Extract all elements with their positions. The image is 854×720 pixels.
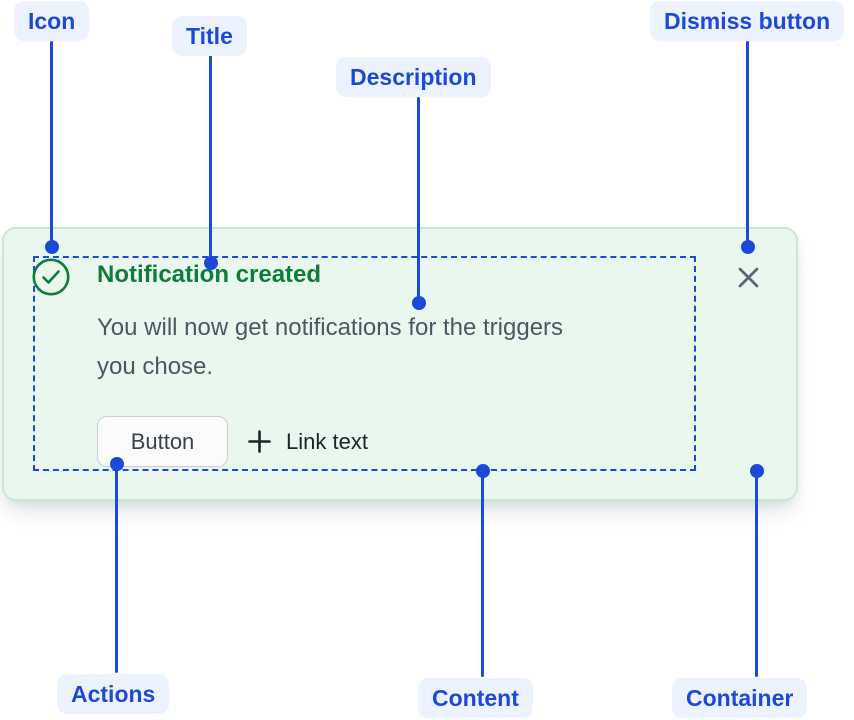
callout-label-content: Content — [418, 678, 533, 718]
flag-action-link[interactable]: Link text — [246, 416, 368, 467]
callout-label-dismiss: Dismiss button — [650, 1, 845, 41]
callout-dot-content — [476, 464, 490, 478]
callout-label-actions: Actions — [57, 674, 170, 714]
flag-description: You will now get notifications for the t… — [97, 314, 564, 380]
flag-content-region — [33, 256, 696, 471]
success-check-icon — [31, 257, 71, 297]
callout-dot-dismiss — [741, 240, 755, 254]
callout-label-container: Container — [672, 678, 808, 718]
callout-label-icon: Icon — [14, 1, 90, 41]
close-icon — [733, 262, 764, 293]
callout-dot-description — [412, 296, 426, 310]
callout-dot-actions — [110, 457, 124, 471]
dismiss-button[interactable] — [731, 260, 765, 294]
callout-label-title: Title — [172, 16, 247, 56]
callout-line-actions — [115, 470, 118, 673]
callout-label-description: Description — [336, 57, 491, 97]
callout-line-content — [481, 477, 484, 677]
callout-line-title — [209, 55, 212, 257]
plus-icon — [246, 428, 273, 455]
callout-dot-icon — [45, 240, 59, 254]
callout-line-description — [417, 97, 420, 297]
callout-line-icon — [50, 41, 53, 241]
flag-action-link-label: Link text — [286, 428, 368, 454]
flag-action-button[interactable]: Button — [97, 416, 228, 467]
callout-dot-container — [750, 464, 764, 478]
callout-line-container — [755, 477, 758, 677]
callout-line-dismiss — [746, 41, 749, 241]
callout-dot-title — [204, 256, 218, 270]
